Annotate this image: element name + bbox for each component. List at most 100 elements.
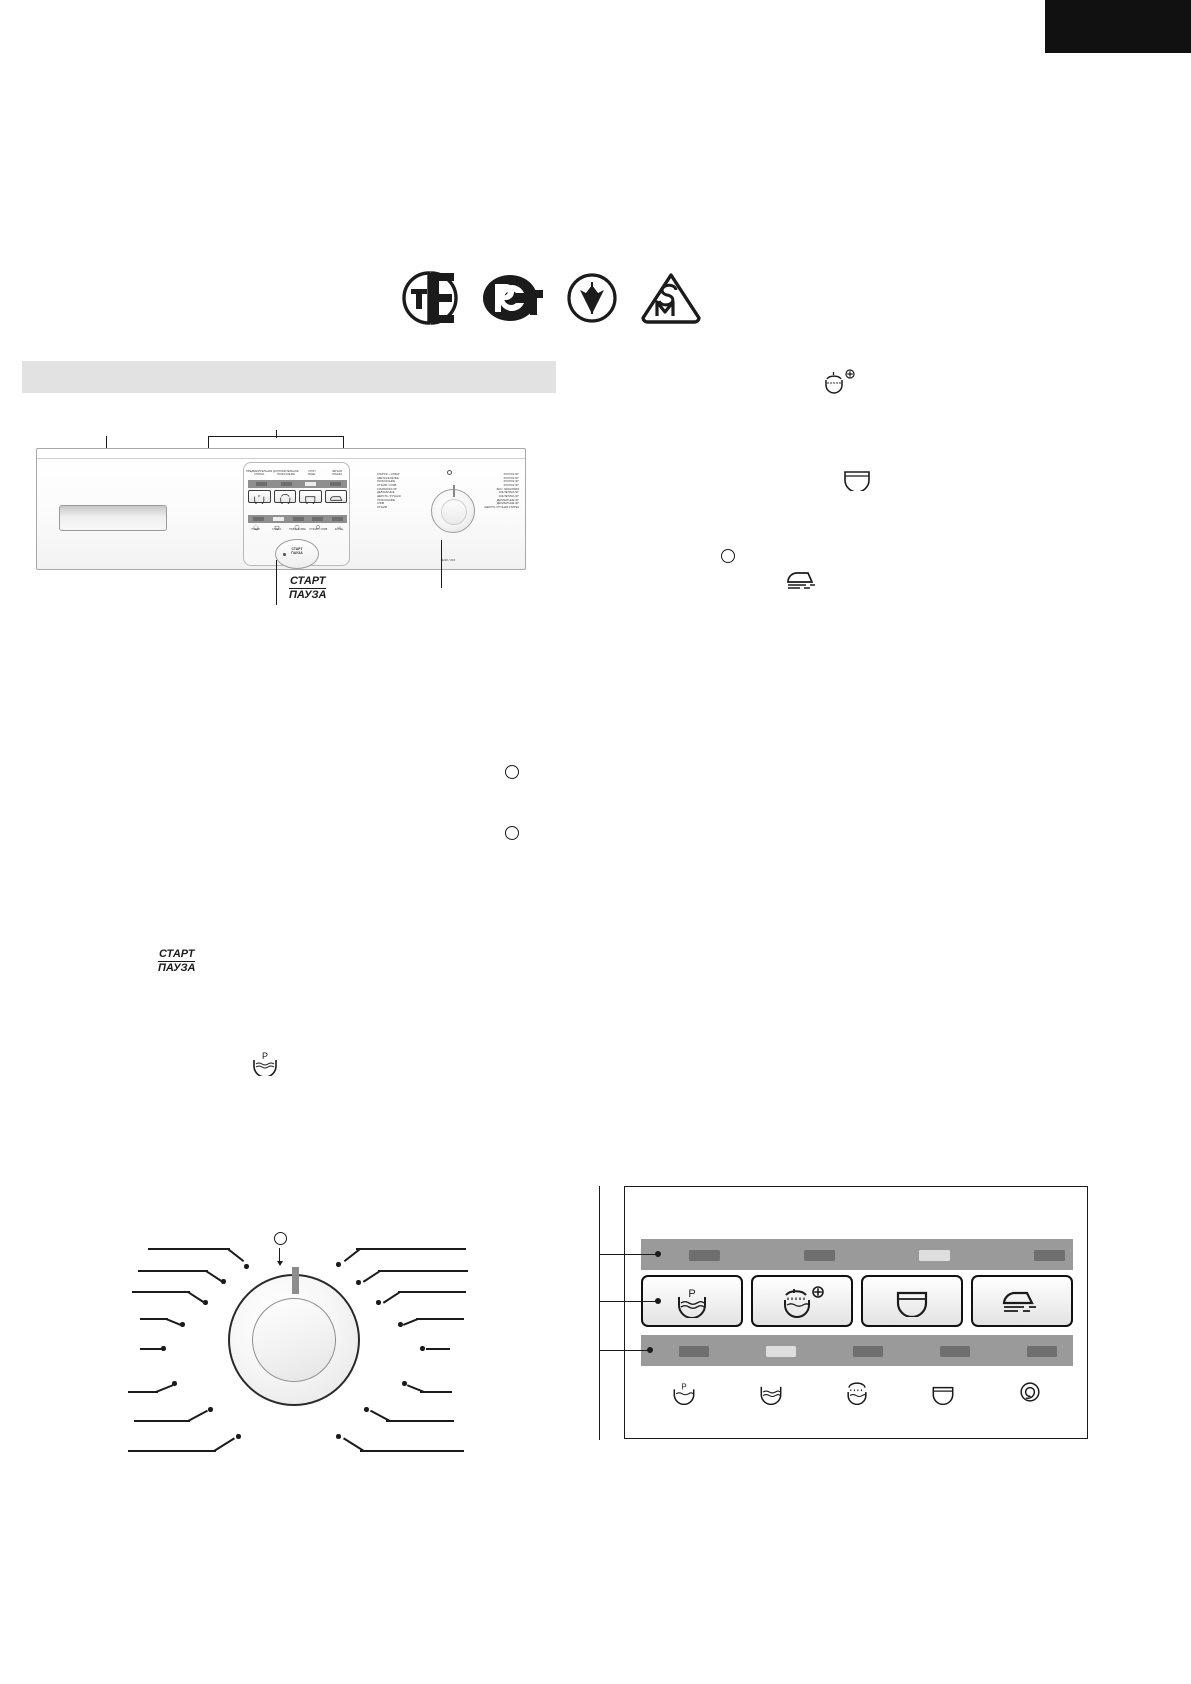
spoke-l7 <box>134 1420 190 1422</box>
phase-indicator-strip <box>641 1335 1073 1366</box>
spoke-l8 <box>128 1450 216 1452</box>
spoke-l1c <box>227 1248 245 1262</box>
spoke-dot-r3 <box>376 1300 381 1305</box>
callout-leader-dial <box>441 540 443 588</box>
program-selector-knob[interactable] <box>228 1267 360 1406</box>
easy-iron-button[interactable] <box>971 1275 1073 1327</box>
spoke-l4 <box>140 1318 168 1320</box>
shower-icon <box>847 1382 867 1405</box>
start-pause-button[interactable]: СТАРТ ПАУЗА <box>275 539 319 569</box>
option-button-row: P <box>248 490 347 506</box>
spoke-dot-l4 <box>180 1322 185 1327</box>
phase-glyph-row: P <box>246 524 349 530</box>
svg-text:P: P <box>258 495 261 499</box>
eac-tr-mark <box>402 271 458 325</box>
basin-p-icon: P <box>678 1288 706 1318</box>
caption-stop-water: СТОП ВОДА <box>308 470 316 476</box>
spoke-r4 <box>416 1318 464 1320</box>
callout-start-pause-mid: СТАРТ ПАУЗА <box>158 948 196 974</box>
phase-spin-cell <box>900 1373 986 1411</box>
callout-start-pause-top: СТАРТ ПАУЗА <box>289 575 327 601</box>
option-button-row: P <box>641 1275 1073 1327</box>
spoke-dot-r8 <box>336 1434 341 1439</box>
lamp-stop-water <box>305 482 316 486</box>
section-title: ОПИСАНИЕ СТИРАЛЬНОЙ МАШИНЫ <box>34 368 272 383</box>
panel-top-seam <box>37 458 525 459</box>
leader-bottom-strip <box>599 1350 647 1352</box>
leader-top-strip <box>599 1254 657 1256</box>
basin-p-icon: P <box>673 1382 695 1405</box>
phase-caption-prewash: ПРЕДВ. <box>251 528 261 531</box>
extra-rinse-button[interactable] <box>751 1275 853 1327</box>
control-panel-figure: ПРЕДВАРИТЕЛЬНАЯ СТИРКА ДОПОЛНИТЕЛЬНОЕ ПО… <box>36 448 526 570</box>
dial-hub <box>441 499 467 525</box>
spoke-r3 <box>398 1291 466 1293</box>
option-lamp-strip <box>248 480 347 488</box>
leader-spine <box>599 1186 601 1440</box>
spoke-r6b <box>407 1384 425 1393</box>
dial-pointer <box>453 485 456 497</box>
spoke-r3b <box>382 1291 401 1304</box>
spiral-icon <box>1020 1382 1040 1402</box>
basin-p-icon: P <box>248 1050 284 1076</box>
spoke-l2 <box>138 1270 208 1272</box>
leader-dot-bottom-strip <box>647 1347 653 1353</box>
stop-water-button[interactable] <box>861 1275 963 1327</box>
spoke-r1 <box>356 1248 466 1251</box>
spoke-dot-l8 <box>236 1434 241 1439</box>
basin-icon <box>932 1386 954 1405</box>
lamp-prewash <box>256 482 267 486</box>
spoke-dot-l3 <box>203 1300 208 1305</box>
phase-glyph-row: P <box>641 1373 1073 1411</box>
spoke-r2b <box>362 1270 381 1283</box>
shower-plus-icon <box>784 1286 824 1318</box>
lamp-stop-water <box>919 1250 950 1261</box>
option-buttons-indicators-figure: P <box>599 1186 1088 1440</box>
spoke-dot-r2 <box>356 1280 361 1285</box>
iron-icon <box>784 567 824 593</box>
spoke-r6 <box>420 1391 452 1393</box>
spoke-r8b <box>343 1437 365 1452</box>
dial-labels-left: ХЛОПОК + ОТВАР ЦВЕТНОЕ БЕЛЬЕ ПОЛОСКАНИЕ … <box>377 473 401 510</box>
lamp-phase-rinse <box>853 1346 883 1357</box>
spoke-l8b <box>213 1437 235 1452</box>
iron-icon <box>1002 1291 1036 1312</box>
phase-rinse-icon <box>295 525 300 530</box>
caption-extra-rinse: ДОПОЛНИТЕЛЬНОЕ ПОЛОСКАНИЕ <box>273 470 299 476</box>
prewash-button[interactable]: P <box>248 490 271 506</box>
stop-water-button[interactable] <box>299 490 322 506</box>
spoke-l5 <box>140 1348 162 1350</box>
dial-off-position-mark <box>274 1232 287 1245</box>
lamp-phase-spin <box>940 1346 970 1357</box>
page-corner-tab <box>1045 0 1191 53</box>
spoke-dot-l1 <box>244 1264 249 1269</box>
ukraine-conformity-mark <box>567 273 617 323</box>
spoke-r1b <box>343 1248 361 1262</box>
button-cluster-bezel: ПРЕДВАРИТЕЛЬНАЯ СТИРКА ДОПОЛНИТЕЛЬНОЕ ПО… <box>243 462 350 569</box>
shower-plus-icon <box>818 368 858 394</box>
easy-iron-button[interactable] <box>324 490 347 503</box>
phase-lamp-strip <box>248 515 347 523</box>
svg-text:P: P <box>682 1382 687 1391</box>
sm-conformity-mark <box>641 273 701 324</box>
spoke-l1 <box>148 1248 230 1251</box>
extra-rinse-button[interactable] <box>273 490 296 506</box>
leader-dot-button-row <box>655 1298 661 1304</box>
lamp-phase-prewash <box>253 517 264 521</box>
detergent-drawer[interactable] <box>59 505 167 531</box>
dial-off-mark <box>447 470 452 475</box>
caption-easy-iron: ЛЕГКАЯ ГЛАЖКА <box>331 470 343 476</box>
lamp-prewash <box>689 1250 720 1261</box>
option-button-captions: ПРЕДВАРИТЕЛЬНАЯ СТИРКА ДОПОЛНИТЕЛЬНОЕ ПО… <box>246 470 349 477</box>
svg-text:P: P <box>688 1288 695 1300</box>
indicator-ring-2 <box>505 765 519 779</box>
phase-end-cell <box>987 1373 1073 1411</box>
phase-caption-wash: СТИРКА <box>271 528 282 531</box>
phase-prewash-icon: P <box>253 525 259 530</box>
gost-r-mark <box>483 275 543 321</box>
spoke-l6 <box>128 1391 158 1393</box>
spoke-r7b <box>370 1409 391 1422</box>
program-selector-dial[interactable] <box>431 485 475 533</box>
program-dial-area: ХЛОПОК + ОТВАР ЦВЕТНОЕ БЕЛЬЕ ПОЛОСКАНИЕ … <box>377 467 519 562</box>
